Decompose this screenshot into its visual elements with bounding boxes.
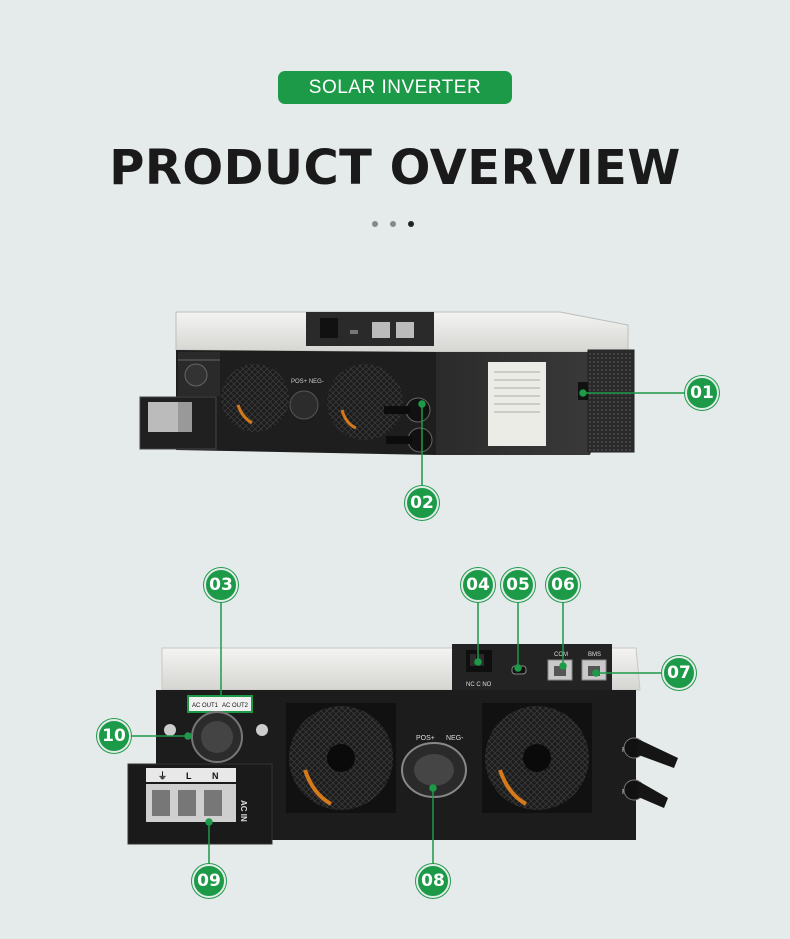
callout-09: 09 xyxy=(192,864,226,898)
callout-02: 02 xyxy=(405,486,439,520)
ac-terminal-n: N xyxy=(212,771,219,781)
pv-connector-2 xyxy=(636,782,668,808)
callout-lines xyxy=(131,389,686,864)
callout-08: 08 xyxy=(416,864,450,898)
pager-dot-1 xyxy=(372,221,378,227)
callout-03: 03 xyxy=(204,568,238,602)
pos-label: POS+ xyxy=(416,735,435,742)
pager-dot-2 xyxy=(390,221,396,227)
cooling-fan-right xyxy=(327,364,403,440)
device-rear-view: NC C NO COM BMS AC OUT1 AC OUT2 POS+ NEG… xyxy=(127,644,678,845)
callout-04: 04 xyxy=(461,568,495,602)
category-pill: SOLAR INVERTER xyxy=(278,71,512,104)
com-port-label: COM xyxy=(554,652,568,658)
page-title: PRODUCT OVERVIEW xyxy=(109,140,681,196)
ac-out1-label: AC OUT1 xyxy=(192,703,219,709)
device-top-view: POS+ NEG- xyxy=(139,311,635,455)
svg-text:POS+ NEG-: POS+ NEG- xyxy=(291,379,324,385)
battery-grommet xyxy=(289,390,319,420)
callout-06: 06 xyxy=(546,568,580,602)
ac-terminal-ground: ⏚ xyxy=(158,771,167,781)
callout-07: 07 xyxy=(662,656,696,690)
category-label: SOLAR INVERTER xyxy=(308,76,482,98)
cooling-fan-left xyxy=(221,364,289,432)
callout-05: 05 xyxy=(501,568,535,602)
dry-contact-label: NC C NO xyxy=(466,682,492,688)
side-vent xyxy=(587,349,635,453)
pv-connector-1 xyxy=(636,740,678,768)
pager-dots xyxy=(372,221,414,227)
ac-out2-label: AC OUT2 xyxy=(222,703,249,709)
ac-in-label: AC IN xyxy=(239,800,248,822)
bms-port-label: BMS xyxy=(588,652,601,658)
callout-10: 10 xyxy=(97,719,131,753)
neg-label: NEG- xyxy=(446,735,464,742)
ac-terminal-labels: ⏚ L N xyxy=(158,771,219,781)
ac-terminal-l: L xyxy=(186,771,192,781)
callout-01: 01 xyxy=(685,376,719,410)
pager-dot-3 xyxy=(408,221,414,227)
